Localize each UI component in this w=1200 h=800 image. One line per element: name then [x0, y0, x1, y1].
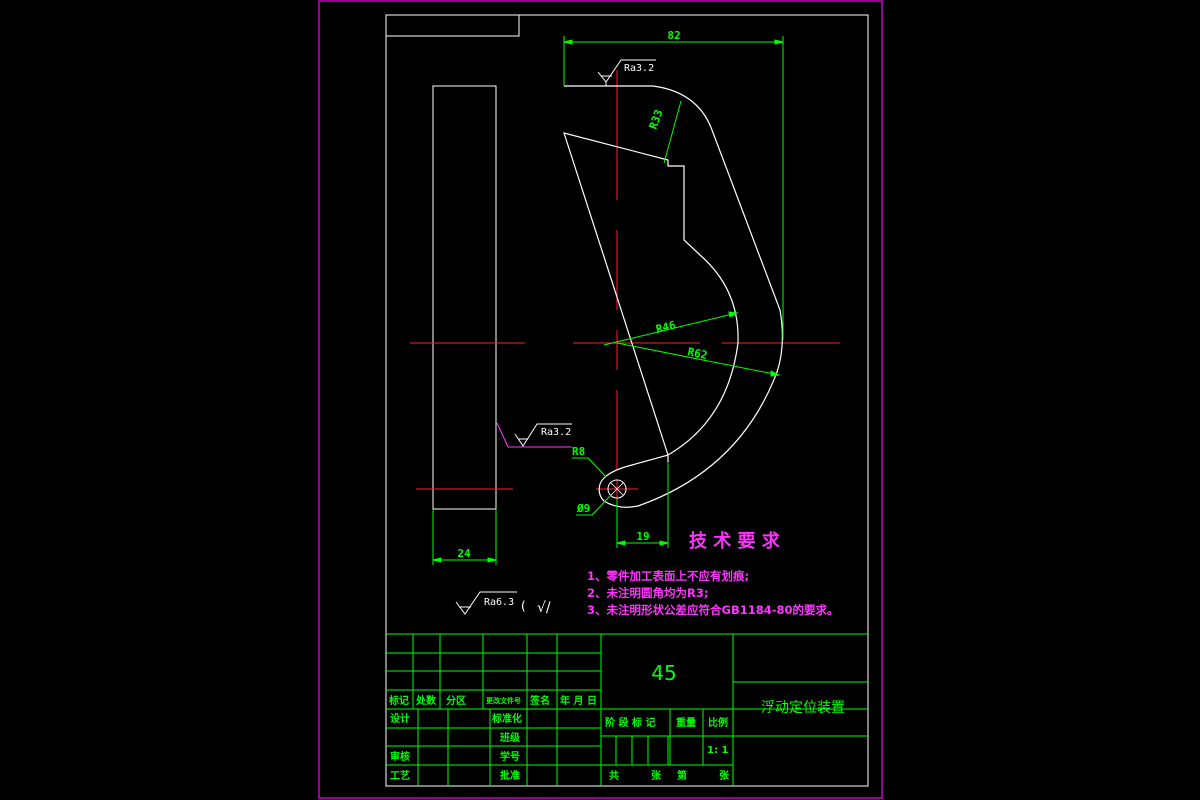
dimension-82-label: 82 [667, 29, 680, 42]
thickness-label: 24 [457, 547, 471, 560]
dimension-19-label: 19 [636, 530, 649, 543]
tb-review: 审核 [390, 750, 410, 763]
tb-weight: 重量 [676, 716, 696, 729]
hole-diameter-label: Ø9 [576, 502, 590, 515]
radius-r46-leader [603, 311, 739, 346]
radius-r33-label: R33 [647, 108, 666, 131]
tb-mark: 标记 [388, 694, 409, 707]
tb-count: 处数 [415, 694, 437, 707]
material-label: 45 [651, 661, 676, 685]
radius-r8-label: R8 [572, 445, 585, 458]
tb-design: 设计 [390, 712, 410, 725]
pin-hole [607, 479, 627, 499]
tb-doc-no: 更改文件号 [486, 696, 521, 705]
roughness-general-paren: ( [521, 599, 526, 613]
tb-scale: 比例 [708, 716, 728, 729]
radius-r8-leader [572, 457, 607, 478]
code-box [386, 15, 520, 37]
radius-r62-label: R62 [686, 345, 708, 362]
tb-date: 年 月 日 [560, 694, 597, 707]
tech-requirement-item-1: 1、零件加工表面上不应有划痕; [587, 569, 749, 583]
tb-standardize: 标准化 [491, 712, 522, 725]
tb-signature: 签名 [529, 694, 550, 707]
hole-cross [610, 482, 624, 496]
drawing-border [385, 14, 869, 787]
roughness-side-symbol [496, 422, 572, 448]
sheet-frame [318, 0, 883, 799]
thickness-dimension [432, 509, 497, 565]
tech-requirement-item-3: 3、未注明形状公差应符合GB1184-80的要求。 [587, 603, 839, 617]
radius-r33-leader [663, 100, 682, 164]
dimension-19 [616, 462, 669, 548]
radius-r46-label: R46 [655, 318, 678, 336]
title-block-grid [386, 633, 868, 786]
tech-requirement-item-2: 2、未注明圆角均为R3; [587, 586, 708, 600]
tb-process: 工艺 [390, 769, 410, 782]
tb-sheets: 张 [651, 769, 662, 782]
hole-diameter-leader [576, 494, 612, 516]
tb-total: 共 [609, 769, 619, 782]
tb-scale-value: 1: 1 [707, 745, 728, 756]
roughness-top-label: Ra3.2 [624, 63, 654, 74]
radius-r62-leader [616, 342, 781, 377]
tb-sheet-no: 第 [677, 769, 687, 782]
tech-requirements-title: 技 术 要 求 [689, 530, 781, 552]
roughness-side-label: Ra3.2 [541, 427, 571, 438]
tb-student-no: 学号 [500, 750, 520, 763]
tb-sheet: 张 [719, 769, 730, 782]
dimension-82 [563, 36, 784, 340]
roughness-general-symbol [455, 591, 517, 615]
hook-profile [563, 85, 783, 508]
tb-stage-mark: 阶 段 标 记 [605, 716, 655, 729]
tb-approve: 批准 [500, 769, 520, 782]
roughness-general-label: Ra6.3 [484, 597, 514, 608]
main-centerlines [573, 70, 840, 545]
part-name-label: 浮动定位装置 [761, 700, 845, 716]
tb-zone: 分区 [446, 694, 466, 707]
tb-class: 班级 [500, 731, 521, 744]
roughness-top-symbol [597, 59, 656, 86]
roughness-general-check: √/ [537, 600, 551, 616]
side-view-outline [432, 85, 497, 510]
